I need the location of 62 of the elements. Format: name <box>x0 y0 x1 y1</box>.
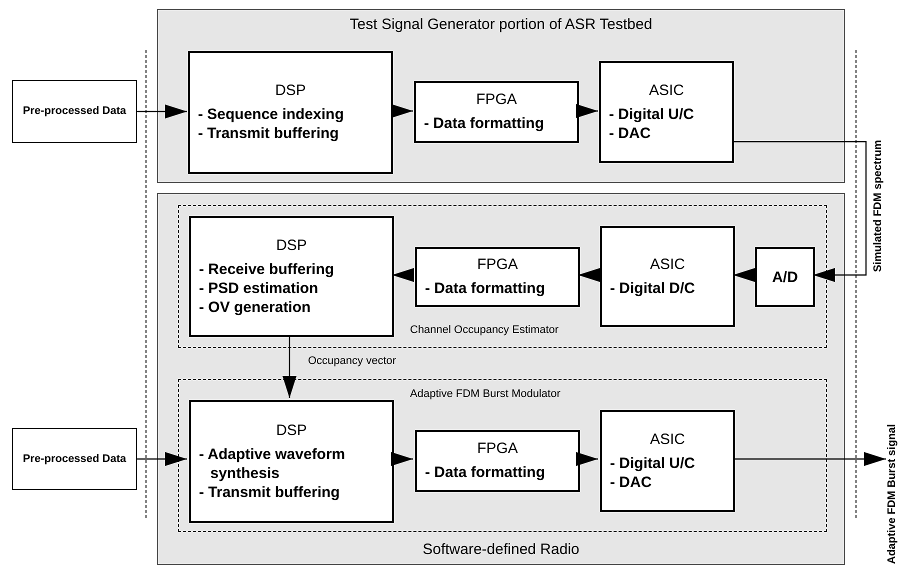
box-label: Pre-processed Data <box>22 452 126 466</box>
process-box <box>12 80 137 143</box>
box-heading: DSP <box>274 82 307 99</box>
arrow <box>576 452 598 466</box>
box-heading: DSP <box>275 422 308 438</box>
bullet-item: - Receive buffering <box>199 260 336 278</box>
process-box <box>600 226 735 327</box>
bullet-item: - Digital D/C <box>610 278 696 298</box>
arrow <box>391 452 413 466</box>
process-box <box>12 428 137 490</box>
dashed-group-frame <box>178 379 827 532</box>
arrow <box>137 104 187 118</box>
box-heading: ASIC <box>648 82 685 98</box>
box-heading: ASIC <box>648 256 686 272</box>
box-heading: FPGA <box>475 91 518 108</box>
box-label: Pre-processed Data <box>22 105 126 118</box>
process-box <box>600 410 735 512</box>
bullet-item: - OV generation <box>199 298 312 316</box>
process-box <box>189 400 394 523</box>
arrow <box>733 141 867 282</box>
process-box <box>415 247 580 307</box>
group-panel <box>157 193 845 565</box>
bullet-item: - Data formatting <box>424 114 545 133</box>
process-box <box>188 51 393 174</box>
process-box <box>414 81 579 143</box>
edge-label: Simulated FDM spectrum <box>872 140 884 272</box>
arrow <box>733 452 886 466</box>
box-label: A/D <box>771 268 799 286</box>
process-box <box>415 430 580 492</box>
bullet-item: - DAC <box>610 472 653 492</box>
arrow <box>392 268 414 282</box>
bullet-item: - Sequence indexing <box>198 105 345 124</box>
arrow <box>282 335 296 398</box>
bullet-item: - Transmit buffering <box>198 124 340 143</box>
arrow <box>578 268 600 282</box>
bullet-item: - Data formatting <box>425 279 546 298</box>
box-heading: FPGA <box>476 256 519 273</box>
box-heading: FPGA <box>476 440 519 457</box>
output-label: Adaptive FDM Burst signal <box>886 352 900 564</box>
process-box <box>755 247 815 307</box>
box-heading: DSP <box>275 236 308 254</box>
box-heading: ASIC <box>648 430 686 448</box>
arrow <box>733 268 755 282</box>
group-title: Software-defined Radio <box>422 541 580 558</box>
dashed-group-frame <box>178 205 827 348</box>
group-panel <box>157 9 845 183</box>
group-title: Test Signal Generator portion of ASR Testbed <box>348 16 654 33</box>
arrow <box>137 452 187 466</box>
edge-label: Occupancy vector <box>308 355 396 367</box>
process-box <box>599 61 734 163</box>
arrow <box>391 104 413 118</box>
bullet-item: - PSD estimation <box>199 278 320 298</box>
bullet-item: - DAC <box>609 124 652 142</box>
process-box <box>189 216 394 337</box>
bullet-item: - Data formatting <box>425 463 546 482</box>
bullet-item: - Digital U/C <box>610 454 696 472</box>
bullet-item: - Digital U/C <box>609 104 695 124</box>
group-title: Adaptive FDM Burst Modulator <box>410 388 560 400</box>
arrow <box>576 104 598 118</box>
group-title: Channel Occupancy Estimator <box>410 324 559 336</box>
bullet-item: - Transmit buffering <box>199 482 341 502</box>
bullet-item: - Adaptive waveform synthesis <box>199 444 346 482</box>
